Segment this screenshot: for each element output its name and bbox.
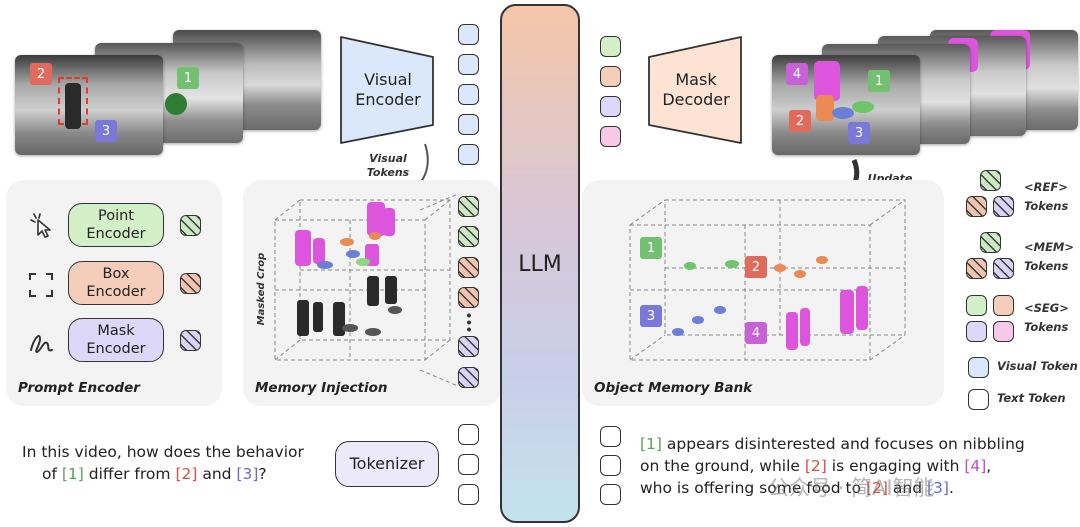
blue-mask [832, 107, 854, 119]
seg-token [600, 66, 621, 87]
legend-text-label: Text Token [997, 391, 1066, 405]
green-mask [852, 101, 874, 113]
visual-encoder-label: Visual Encoder [355, 70, 421, 109]
answer-line-1: [1] appears disinterested and focuses on… [640, 435, 1025, 453]
legend-mem-label: <MEM> Tokens [1024, 240, 1075, 273]
legend-seg-token [966, 321, 987, 342]
seg-token [600, 36, 621, 57]
llm-label: LLM [518, 252, 562, 277]
input-id-1: 1 [177, 67, 199, 89]
memory-cube [274, 199, 451, 361]
legend-visual-label: Visual Token [997, 359, 1078, 373]
memory-bank-cube [629, 199, 906, 361]
question-line-1: In this video, how does the behavior [22, 443, 304, 461]
bank-id-2: 2 [745, 256, 767, 278]
question-line-2: of [1] differ from [2] and [3]? [42, 465, 267, 483]
tag-3: [3] [926, 479, 949, 497]
legend-mem-token [993, 258, 1014, 279]
tag-3: [3] [236, 465, 259, 483]
mask-prompt-token [180, 330, 201, 351]
ref-token [458, 257, 479, 278]
text-token [600, 455, 621, 476]
seg-token [600, 96, 621, 117]
mask-encoder: Mask Encoder [68, 318, 164, 362]
text-token [458, 484, 479, 505]
legend-ref-token [980, 170, 1001, 191]
mask-decoder-shape [648, 36, 742, 144]
answer-line-2: on the ground, while [2] is engaging wit… [640, 457, 992, 475]
input-id-2: 2 [30, 63, 52, 85]
ellipsis-dots [467, 312, 471, 332]
orange-mask [816, 95, 834, 121]
box-encoder: Box Encoder [68, 261, 164, 305]
ref-token [458, 287, 479, 308]
legend-seg-token [993, 295, 1014, 316]
dark-figure [65, 83, 81, 129]
box-corners-icon [29, 273, 53, 297]
tag-1: [1] [61, 465, 84, 483]
point-prompt-token [180, 215, 201, 236]
text-token [600, 426, 621, 447]
legend-ref-token [993, 196, 1014, 217]
memory-injection-title: Memory Injection [255, 380, 388, 396]
box-prompt-token [180, 273, 201, 294]
visual-encoder-shape [340, 36, 434, 144]
answer-line-3: who is offering some food to [2] and [3]… [640, 479, 954, 497]
input-id-3: 3 [95, 120, 117, 142]
ref-token [458, 196, 479, 217]
visual-tokens-label: Visual Tokens [366, 152, 410, 179]
watermark: 公众号 · 简AI智能 [768, 476, 935, 500]
visual-token [458, 84, 479, 105]
text-token [600, 484, 621, 505]
visual-token [458, 54, 479, 75]
tag-2: [2] [865, 479, 888, 497]
scribble-icon [30, 335, 53, 354]
legend-seg-token [993, 321, 1014, 342]
output-id-2: 2 [789, 110, 811, 132]
bank-id-4: 4 [745, 322, 767, 344]
legend-visual-token [968, 357, 989, 378]
output-id-4: 4 [786, 63, 808, 85]
visual-token [458, 114, 479, 135]
text-token [458, 454, 479, 475]
ref-token [458, 367, 479, 388]
tag-2: [2] [804, 457, 827, 475]
bank-id-1: 1 [640, 237, 662, 259]
output-id-3: 3 [848, 122, 870, 144]
ref-token [458, 336, 479, 357]
zoom-lines [420, 193, 459, 387]
object-memory-bank-title: Object Memory Bank [594, 380, 753, 396]
ref-token [458, 226, 479, 247]
tag-4: [4] [964, 457, 987, 475]
tokenizer: Tokenizer [335, 441, 439, 487]
bank-id-3: 3 [640, 305, 662, 327]
legend-mem-token [980, 232, 1001, 253]
legend-text-token [968, 389, 989, 410]
object-memory-bank-panel [582, 180, 944, 406]
point-encoder: Point Encoder [68, 203, 164, 247]
visual-token [458, 144, 479, 165]
cursor-icon [30, 213, 51, 238]
legend-mem-token [966, 258, 987, 279]
masked-crop-label: Masked Crop [256, 252, 267, 326]
seg-token [600, 126, 621, 147]
visual-token [458, 24, 479, 45]
llm-block [500, 4, 580, 523]
tag-2: [2] [175, 465, 198, 483]
cursor-marker-icon [165, 93, 187, 115]
tag-1: [1] [640, 435, 662, 453]
legend-seg-token [966, 295, 987, 316]
legend-seg-label: <SEG> Tokens [1024, 301, 1069, 334]
output-id-1: 1 [868, 70, 890, 92]
mask-decoder-label: Mask Decoder [662, 70, 730, 109]
text-token [458, 424, 479, 445]
legend-ref-label: <REF> Tokens [1024, 180, 1069, 213]
pink-mask [814, 61, 840, 101]
legend-ref-token [966, 196, 987, 217]
prompt-encoder-title: Prompt Encoder [18, 380, 140, 396]
